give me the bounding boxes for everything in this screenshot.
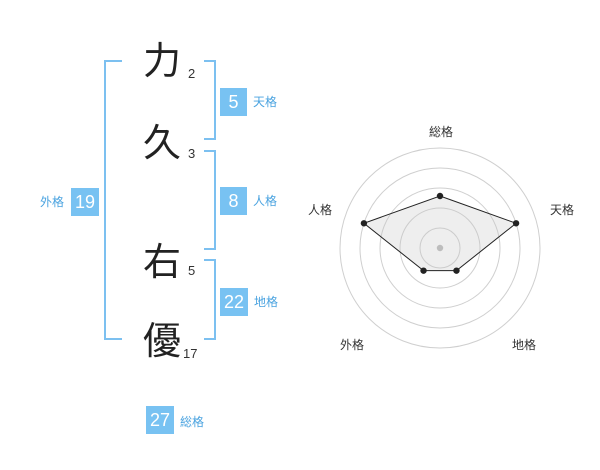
radar-ring (399, 207, 481, 289)
radar-point-3 (420, 267, 427, 274)
jinkaku-bracket (204, 150, 216, 250)
radar-center-dot (436, 244, 444, 252)
radar-ring (359, 167, 521, 329)
tenkaku-label: 天格 (253, 95, 278, 109)
soukaku-label: 総格 (180, 415, 205, 429)
radar-ring (339, 147, 541, 349)
radar-axis-label-tenkaku: 天格 (550, 203, 575, 217)
stroke-count-1: 2 (188, 66, 196, 81)
radar-axis-label-chikaku: 地格 (512, 338, 537, 352)
radar-point-0 (436, 192, 444, 200)
name-char-1: 力 (143, 39, 182, 83)
radar-polygon (362, 195, 518, 272)
radar-axis-label-gaikaku: 外格 (340, 338, 365, 352)
jinkaku-label: 人格 (253, 194, 278, 208)
gaikaku-label: 外格 (40, 195, 65, 209)
gaikaku-badge: 19 (71, 188, 99, 216)
radar-point-4 (360, 220, 368, 227)
radar-point-2 (453, 267, 460, 274)
gaikaku-bracket (104, 60, 122, 340)
tenkaku-bracket (204, 60, 216, 140)
chikaku-bracket (204, 259, 216, 340)
jinkaku-badge: 8 (220, 187, 247, 215)
name-char-4: 優 (143, 319, 182, 363)
radar-ring (419, 227, 461, 269)
radar-axis-label-soukaku: 総格 (429, 125, 454, 139)
stroke-count-3: 5 (188, 263, 196, 278)
radar-ring (379, 187, 501, 309)
chikaku-label: 地格 (254, 295, 279, 309)
stroke-count-2: 3 (188, 146, 196, 161)
stroke-count-4: 17 (183, 346, 198, 361)
chikaku-badge: 22 (220, 288, 248, 316)
radar-point-1 (512, 220, 520, 227)
tenkaku-badge: 5 (220, 88, 247, 116)
name-char-2: 久 (143, 121, 182, 165)
name-char-3: 右 (143, 240, 182, 284)
radar-axis-label-jinkaku: 人格 (308, 203, 333, 217)
soukaku-badge: 27 (146, 406, 174, 434)
